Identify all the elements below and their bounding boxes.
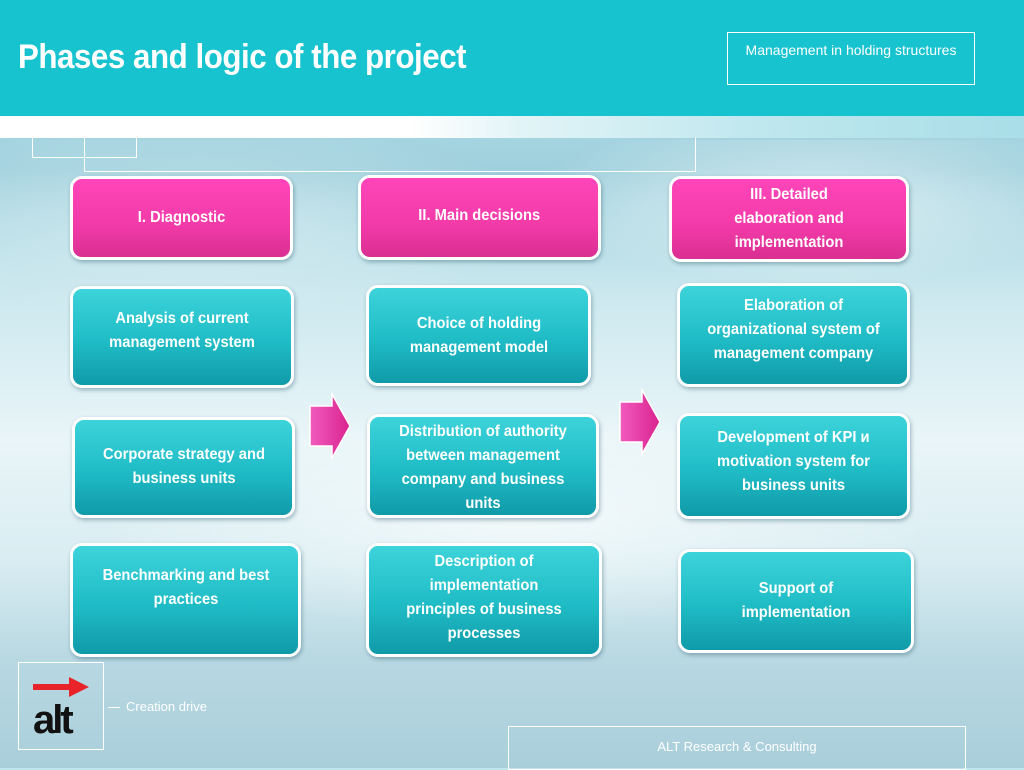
footer-company: ALT Research & Consulting [508, 726, 966, 770]
deco-line [136, 138, 137, 158]
task-organizational-system: Elaboration of organizational system of … [677, 283, 910, 387]
phase-main-decisions: II. Main decisions [358, 175, 601, 260]
task-label: Development of KPI и motivation system f… [717, 429, 870, 494]
logo-text: alt [33, 698, 73, 742]
tagline-dash [108, 707, 120, 708]
phase-detailed-elaboration: III. Detailed elaboration and implementa… [669, 176, 909, 262]
task-benchmarking: Benchmarking and best practices [70, 543, 301, 657]
page-title: Phases and logic of the project [18, 38, 467, 76]
task-label: Distribution of authority between manage… [399, 423, 567, 512]
deco-line [695, 138, 696, 172]
task-label: Description of implementation principles… [406, 553, 562, 642]
phase-label: III. Detailed elaboration and implementa… [734, 186, 844, 251]
header-stripe [0, 116, 1024, 138]
task-implementation-principles: Description of implementation principles… [366, 543, 602, 657]
task-label: Analysis of current management system [109, 310, 255, 351]
deco-line [84, 171, 696, 172]
tagline: Creation drive [126, 699, 207, 714]
phase-label: II. Main decisions [418, 206, 541, 224]
task-label: Support of implementation [741, 580, 851, 621]
task-choice-holding-model: Choice of holding management model [366, 285, 591, 386]
task-analysis-current-system: Analysis of current management system [70, 286, 294, 388]
task-label: Corporate strategy and business units [102, 445, 265, 487]
task-kpi-motivation: Development of KPI и motivation system f… [677, 413, 910, 519]
alt-logo-icon: alt [33, 677, 89, 742]
phase-diagnostic: I. Diagnostic [70, 176, 293, 260]
task-label: Elaboration of organizational system of … [707, 297, 880, 362]
header-bar: Phases and logic of the project Manageme… [0, 0, 1024, 116]
phase-label: I. Diagnostic [137, 209, 226, 226]
logo-frame: alt [18, 662, 104, 750]
task-label: Choice of holding management model [409, 314, 548, 356]
flow-arrow-icon [309, 392, 351, 460]
task-support-implementation: Support of implementation [678, 549, 914, 653]
task-distribution-authority: Distribution of authority between manage… [367, 414, 599, 518]
flow-arrow-icon [619, 388, 661, 456]
header-tag: Management in holding structures [727, 32, 975, 85]
task-label: Benchmarking and best practices [102, 567, 269, 608]
deco-line [32, 138, 33, 158]
task-corporate-strategy: Corporate strategy and business units [72, 417, 295, 518]
deco-line [84, 138, 85, 172]
